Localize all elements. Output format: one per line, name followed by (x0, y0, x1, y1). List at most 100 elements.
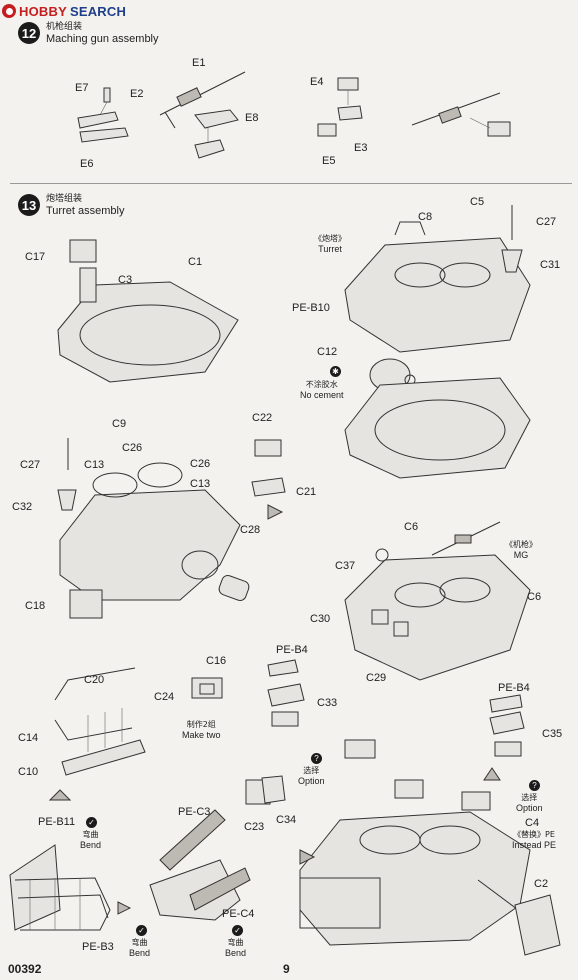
mg-e8-mount-drawing (194, 109, 239, 159)
part-label: C20 (84, 674, 105, 686)
part-label: C35 (542, 728, 563, 740)
part-label: E8 (245, 112, 259, 124)
page-number: 9 (283, 962, 290, 976)
part-label: C1 (188, 256, 203, 268)
part-label: E4 (310, 76, 324, 88)
mg-e3-e4-e5-drawing (317, 77, 363, 137)
part-label: C13 (190, 478, 211, 490)
part-label: E3 (354, 142, 368, 154)
part-label: C23 (244, 821, 265, 833)
logo-mark-icon (2, 4, 16, 18)
part-label: C6 (527, 591, 542, 603)
part-label: C28 (240, 524, 261, 536)
c33-pe-b4-drawing (267, 659, 305, 727)
bend-icon: ✓ (86, 817, 97, 828)
turret-c21-c22-drawing (251, 439, 286, 497)
part-label: E2 (130, 88, 144, 100)
part-label: PE-B3 (82, 941, 114, 953)
part-label: E1 (192, 57, 206, 69)
turret-upper-drawing (344, 205, 531, 353)
part-label: C29 (366, 672, 387, 684)
part-label: C33 (317, 697, 338, 709)
logo-text-hobby: HOBBY (19, 3, 67, 19)
step-13-title-en: Turret assembly (46, 205, 125, 217)
part-label: C26 (122, 442, 143, 454)
c35-pe-b4-drawing (489, 694, 525, 757)
part-label: C16 (206, 655, 227, 667)
part-label: C14 (18, 732, 39, 744)
site-logo[interactable]: HOBBY SEARCH (2, 2, 126, 20)
note-turret: 《炮塔》Turret (314, 234, 346, 254)
part-label: C34 (276, 814, 297, 826)
part-label: C13 (84, 459, 105, 471)
part-label: C27 (20, 459, 41, 471)
turret-final-assembly-drawing (299, 779, 561, 956)
part-label: PE-B10 (292, 302, 330, 314)
part-label: PE-B4 (498, 682, 530, 694)
part-label: C2 (534, 878, 549, 890)
part-label: C21 (296, 486, 317, 498)
turret-mid-assembly-drawing (57, 438, 250, 619)
part-label: C31 (540, 259, 561, 271)
part-label: C6 (404, 521, 419, 533)
part-label: C17 (25, 251, 46, 263)
product-code: 00392 (8, 962, 42, 976)
part-label: PE-B4 (276, 644, 308, 656)
turret-lower-ring-drawing (344, 377, 531, 479)
logo-text-search: SEARCH (69, 3, 127, 19)
arrow-marks (48, 504, 501, 915)
pe-c3-c4-basket-drawing (149, 809, 251, 921)
turret-mg-mounted-drawing (344, 521, 531, 681)
step-13-header: 13 炮塔组装 Turret assembly (18, 194, 124, 218)
bend-icon: ✓ (136, 925, 147, 936)
step-12-number: 12 (18, 22, 40, 44)
part-label: C18 (25, 600, 46, 612)
part-label: C27 (536, 216, 557, 228)
part-label: C22 (252, 412, 273, 424)
part-label: E6 (80, 158, 94, 170)
step-12-header: 12 机枪组装 Maching gun assembly (18, 22, 159, 46)
mg-e6-e7-drawing (77, 87, 129, 143)
mg-e1-gun-drawing (159, 71, 246, 129)
step-12-title-cn: 机枪组装 (46, 22, 83, 32)
option-box-drawing (344, 739, 376, 759)
part-label: C3 (118, 274, 133, 286)
option-icon: ? (311, 753, 322, 764)
note-mg: 《机枪》MG (505, 540, 537, 560)
turret-c1-drawing (57, 239, 239, 383)
c16-c24-box-drawing (191, 677, 223, 699)
part-label: PE-C4 (222, 908, 255, 920)
part-label: PE-B11 (38, 816, 76, 828)
part-label: C8 (418, 211, 433, 223)
mg-completed-drawing (411, 92, 511, 137)
part-label: C9 (112, 418, 127, 430)
step-12-title-en: Maching gun assembly (46, 33, 159, 45)
option-icon: ? (529, 780, 540, 791)
part-label: C5 (470, 196, 485, 208)
part-label: C30 (310, 613, 331, 625)
part-label: C24 (154, 691, 175, 703)
part-label: C37 (335, 560, 356, 572)
part-label: E7 (75, 82, 89, 94)
part-label: E5 (322, 155, 336, 167)
part-label: C32 (12, 501, 33, 513)
no-cement-icon: ✱ (330, 366, 341, 377)
section-divider (10, 183, 572, 184)
part-label: C4 (525, 817, 540, 829)
pe-b11-b3-basket-drawing (9, 844, 111, 931)
part-label: C12 (317, 346, 338, 358)
part-label: PE-C3 (178, 806, 211, 818)
part-label: C26 (190, 458, 211, 470)
step-13-number: 13 (18, 194, 40, 216)
part-label: C10 (18, 766, 39, 778)
